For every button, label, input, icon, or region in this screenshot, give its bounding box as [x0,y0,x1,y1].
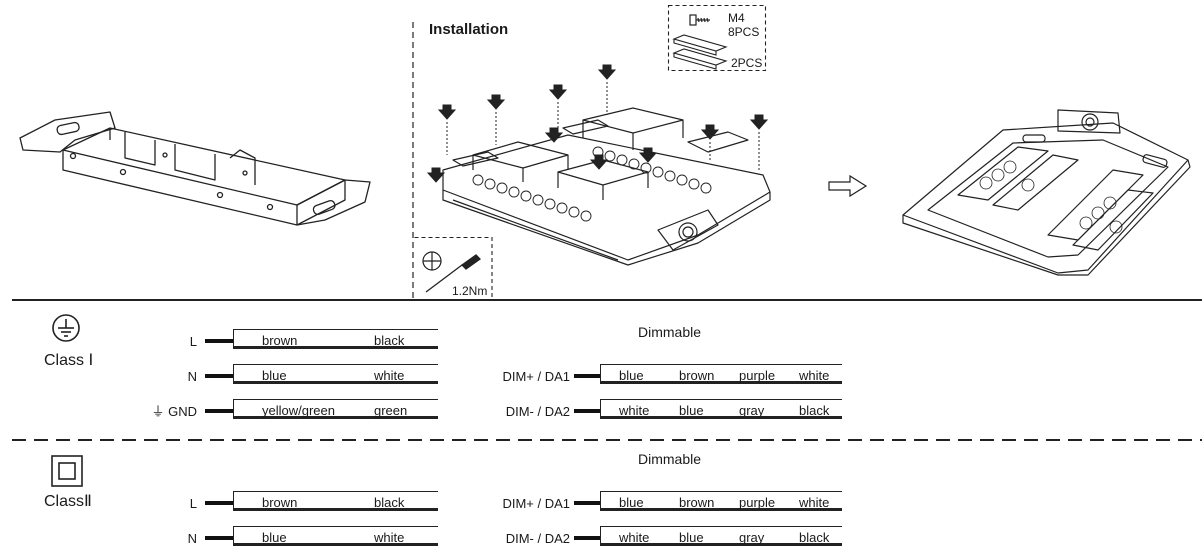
wire-sheath: white blue gray black [600,399,842,419]
wire-color: green [374,403,408,418]
torque-box [414,236,493,297]
wire-stub [574,501,600,505]
section-divider [12,299,1202,301]
wire-stub [205,339,233,343]
wire-color: black [374,495,405,510]
wire-color: brown [262,333,298,348]
wire-label: DIM+ / DA1 [502,496,570,511]
screw-icon [689,14,710,26]
fixture-exploded-icon [426,64,771,266]
class1-label: Class Ⅰ [44,352,94,369]
double-insulation-icon [51,455,83,487]
wire-sheath: yellow/green green [233,399,438,419]
wire-label: DIM- / DA2 [505,404,570,419]
wire-color: white [619,403,650,418]
mounting-bracket-icon [19,111,371,226]
class-divider [12,439,1202,441]
wire-color: gray [739,530,765,545]
wire-label: L [189,334,197,349]
wire-stub [574,374,600,378]
wire-color: white [799,368,830,383]
right-arrow-icon [828,174,868,198]
wire-color: white [619,530,650,545]
wire-color: blue [619,368,644,383]
wire-color: white [799,495,830,510]
wire-color: blue [679,530,704,545]
wire-sheath: blue white [233,526,438,546]
wire-color: white [374,530,405,545]
wire-sheath: brown black [233,491,438,511]
wire-color: black [799,530,830,545]
wire-color: gray [739,403,765,418]
wire-color: yellow/green [262,403,335,418]
installation-divider [412,22,414,300]
wire-label: N [187,531,197,546]
parts-box [667,4,767,72]
wire-color: black [799,403,830,418]
earth-ground-icon [52,314,80,342]
screwdriver-icon [425,254,482,293]
wire-sheath: blue white [233,364,438,384]
wire-color: purple [739,495,776,510]
wire-stub [205,374,233,378]
wire-color: blue [262,368,287,383]
wire-stub [205,409,233,413]
wire-color: purple [739,368,776,383]
class2-label: ClassⅡ [44,493,92,510]
wire-label: ⏚ GND [151,404,197,419]
wire-stub [574,536,600,540]
torque-value: 1.2Nm [452,284,488,298]
screw-spec: M4 [728,11,745,25]
wire-color: blue [619,495,644,510]
wire-color: black [374,333,405,348]
wire-color: brown [679,495,715,510]
wire-label: N [187,369,197,384]
fixture-assembled-icon [902,109,1191,276]
class1-dimmable-title: Dimmable [638,324,702,340]
wire-stub [205,501,233,505]
wire-color: white [374,368,405,383]
wire-stub [574,409,600,413]
wire-color: blue [679,403,704,418]
phillips-head-icon [422,251,442,271]
bracket-qty: 2PCS [731,56,763,70]
class2-dimmable-title: Dimmable [638,451,702,467]
wire-sheath: blue brown purple white [600,364,842,384]
wire-label: DIM- / DA2 [505,531,570,546]
wire-stub [205,536,233,540]
wire-label: L [189,496,197,511]
wire-sheath: blue brown purple white [600,491,842,511]
bracket-plate-icon [672,34,728,70]
wire-sheath: brown black [233,329,438,349]
installation-title: Installation [429,21,509,38]
wire-color: brown [679,368,715,383]
wire-sheath: white blue gray black [600,526,842,546]
wire-label: DIM+ / DA1 [502,369,570,384]
wire-color: brown [262,495,298,510]
wire-color: blue [262,530,287,545]
screw-qty: 8PCS [728,25,760,39]
